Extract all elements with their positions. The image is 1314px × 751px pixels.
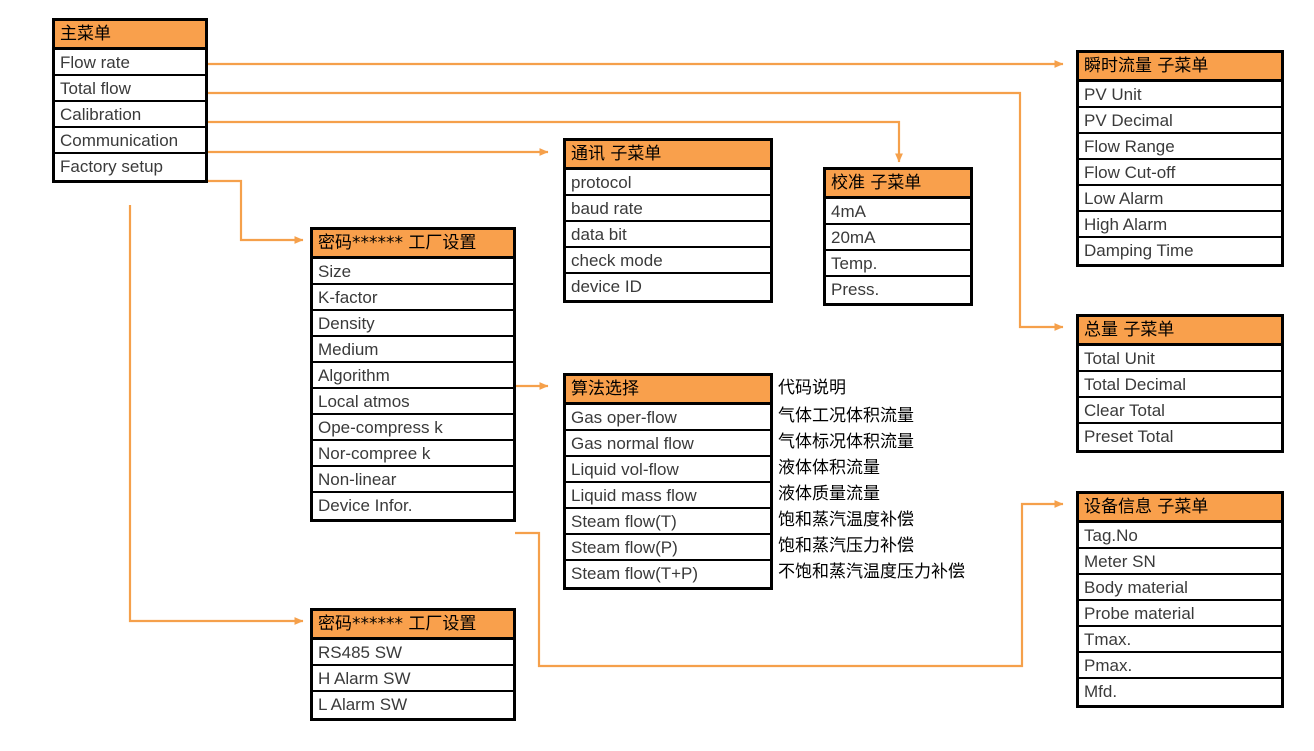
menu-item-pmax[interactable]: Pmax. (1079, 653, 1281, 679)
menu-item-pv-decimal[interactable]: PV Decimal (1079, 108, 1281, 134)
box-calibration-submenu[interactable]: 校准 子菜单 4mA 20mA Temp. Press. (823, 167, 973, 306)
box-factory-setup-secondary[interactable]: 密码****** 工厂设置 RS485 SW H Alarm SW L Alar… (310, 608, 516, 721)
box-total-flow-submenu[interactable]: 总量 子菜单 Total Unit Total Decimal Clear To… (1076, 314, 1284, 453)
box-algorithm-select[interactable]: 算法选择 Gas oper-flow Gas normal flow Liqui… (563, 373, 773, 590)
menu-item-flow-cut-off[interactable]: Flow Cut-off (1079, 160, 1281, 186)
wire-calibration (207, 120, 903, 163)
menu-item-gas-normal-flow[interactable]: Gas normal flow (566, 431, 770, 457)
menu-item-liquid-vol-flow[interactable]: Liquid vol-flow (566, 457, 770, 483)
menu-item-device-infor[interactable]: Device Infor. (318, 496, 413, 515)
menu-item-flow-range[interactable]: Flow Range (1079, 134, 1281, 160)
box-factory-setup-primary-header: 密码****** 工厂设置 (313, 230, 513, 259)
wire-factory-setup-1 (207, 179, 304, 244)
menu-item-probe-material[interactable]: Probe material (1079, 601, 1281, 627)
menu-item-pv-unit[interactable]: PV Unit (1079, 82, 1281, 108)
menu-item-total-flow[interactable]: Total flow (55, 76, 205, 102)
menu-item-damping-time[interactable]: Damping Time (1084, 241, 1194, 260)
box-communication-submenu-header: 通讯 子菜单 (566, 141, 770, 170)
note-gas-normal-flow: 气体标况体积流量 (778, 432, 914, 452)
box-device-info-submenu[interactable]: 设备信息 子菜单 Tag.No Meter SN Body material P… (1076, 491, 1284, 708)
menu-item-low-alarm[interactable]: Low Alarm (1079, 186, 1281, 212)
menu-item-gas-oper-flow[interactable]: Gas oper-flow (566, 405, 770, 431)
menu-item-factory-setup[interactable]: Factory setup (60, 157, 163, 176)
menu-item-communication[interactable]: Communication (55, 128, 205, 154)
box-main-menu-header: 主菜单 (55, 21, 205, 50)
note-steam-flow-p: 饱和蒸汽压力补偿 (778, 536, 914, 556)
menu-item-preset-total[interactable]: Preset Total (1084, 427, 1174, 446)
menu-item-mfd[interactable]: Mfd. (1084, 682, 1118, 701)
wire-factory-setup-2 (128, 205, 304, 625)
menu-item-total-decimal[interactable]: Total Decimal (1079, 372, 1281, 398)
box-total-flow-submenu-header: 总量 子菜单 (1079, 317, 1281, 346)
menu-item-data-bit[interactable]: data bit (566, 222, 770, 248)
note-steam-flow-tp: 不饱和蒸汽温度压力补偿 (778, 562, 965, 582)
algorithm-notes-column: 代码说明 气体工况体积流量 气体标况体积流量 液体体积流量 液体质量流量 饱和蒸… (778, 374, 1078, 585)
menu-item-h-alarm-sw[interactable]: H Alarm SW (313, 666, 513, 692)
menu-item-flow-rate[interactable]: Flow rate (55, 50, 205, 76)
menu-item-temp[interactable]: Temp. (826, 251, 970, 277)
menu-item-algorithm[interactable]: Algorithm (313, 363, 513, 389)
menu-item-density[interactable]: Density (313, 311, 513, 337)
box-calibration-submenu-header: 校准 子菜单 (826, 170, 970, 199)
box-flow-rate-submenu-header: 瞬时流量 子菜单 (1079, 53, 1281, 82)
box-device-info-submenu-header: 设备信息 子菜单 (1079, 494, 1281, 523)
menu-item-local-atmos[interactable]: Local atmos (313, 389, 513, 415)
menu-item-steam-flow-tp[interactable]: Steam flow(T+P) (571, 564, 699, 583)
box-main-menu[interactable]: 主菜单 Flow rate Total flow Calibration Com… (52, 18, 208, 183)
menu-item-tag-no[interactable]: Tag.No (1079, 523, 1281, 549)
menu-item-4ma[interactable]: 4mA (826, 199, 970, 225)
menu-item-steam-flow-t[interactable]: Steam flow(T) (566, 509, 770, 535)
notes-header: 代码说明 (778, 378, 846, 398)
menu-item-protocol[interactable]: protocol (566, 170, 770, 196)
menu-item-press[interactable]: Press. (831, 280, 880, 299)
menu-item-body-material[interactable]: Body material (1079, 575, 1281, 601)
menu-item-l-alarm-sw[interactable]: L Alarm SW (318, 695, 408, 714)
menu-item-medium[interactable]: Medium (313, 337, 513, 363)
wire-device-info (515, 500, 1064, 668)
menu-item-total-unit[interactable]: Total Unit (1079, 346, 1281, 372)
menu-item-ope-compress-k[interactable]: Ope-compress k (313, 415, 513, 441)
menu-item-rs485-sw[interactable]: RS485 SW (313, 640, 513, 666)
box-communication-submenu[interactable]: 通讯 子菜单 protocol baud rate data bit check… (563, 138, 773, 303)
menu-item-steam-flow-p[interactable]: Steam flow(P) (566, 535, 770, 561)
menu-item-liquid-mass-flow[interactable]: Liquid mass flow (566, 483, 770, 509)
wire-total-flow (207, 91, 1064, 331)
menu-item-high-alarm[interactable]: High Alarm (1079, 212, 1281, 238)
menu-item-device-id[interactable]: device ID (571, 277, 642, 296)
note-liquid-vol-flow: 液体体积流量 (778, 458, 880, 478)
menu-item-check-mode[interactable]: check mode (566, 248, 770, 274)
menu-item-k-factor[interactable]: K-factor (313, 285, 513, 311)
note-liquid-mass-flow: 液体质量流量 (778, 484, 880, 504)
menu-item-20ma[interactable]: 20mA (826, 225, 970, 251)
menu-item-baud-rate[interactable]: baud rate (566, 196, 770, 222)
box-factory-setup-secondary-header: 密码****** 工厂设置 (313, 611, 513, 640)
menu-item-non-linear[interactable]: Non-linear (313, 467, 513, 493)
menu-item-tmax[interactable]: Tmax. (1079, 627, 1281, 653)
menu-item-nor-compree-k[interactable]: Nor-compree k (313, 441, 513, 467)
box-factory-setup-primary[interactable]: 密码****** 工厂设置 Size K-factor Density Medi… (310, 227, 516, 522)
note-gas-oper-flow: 气体工况体积流量 (778, 406, 914, 426)
box-algorithm-select-header: 算法选择 (566, 376, 770, 405)
menu-item-clear-total[interactable]: Clear Total (1079, 398, 1281, 424)
box-flow-rate-submenu[interactable]: 瞬时流量 子菜单 PV Unit PV Decimal Flow Range F… (1076, 50, 1284, 267)
note-steam-flow-t: 饱和蒸汽温度补偿 (778, 510, 914, 530)
menu-item-calibration[interactable]: Calibration (55, 102, 205, 128)
menu-item-size[interactable]: Size (313, 259, 513, 285)
menu-item-meter-sn[interactable]: Meter SN (1079, 549, 1281, 575)
